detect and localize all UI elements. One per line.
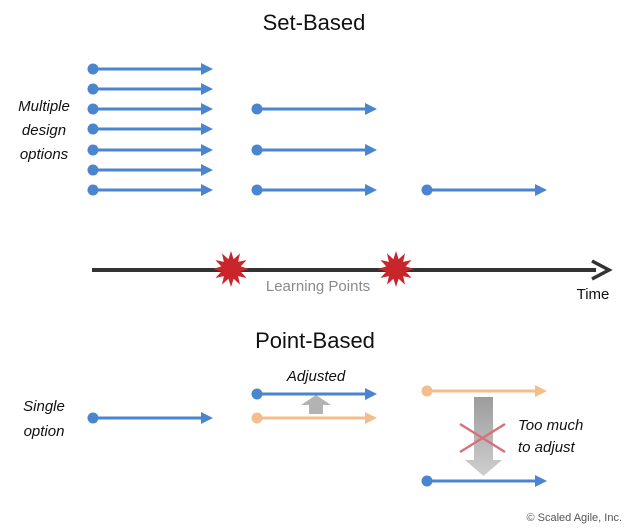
cross-out-icon (459, 422, 506, 454)
learning-points-label: Learning Points (266, 278, 370, 295)
set-option-arrow (251, 103, 377, 115)
multiple-design-options-line-1: Multiple (18, 98, 70, 115)
single-option-line-2: option (24, 423, 65, 440)
time-label: Time (577, 286, 610, 303)
set-option-arrow (87, 164, 213, 176)
adjust-up-arrow (301, 395, 331, 414)
point-based-option-arrows (87, 385, 547, 487)
set-option-arrow (251, 184, 377, 196)
adjusted-option-arrow (251, 388, 377, 400)
learning-point-burst (213, 251, 249, 287)
original-option-arrow (251, 412, 377, 424)
set-based-option-arrows (87, 63, 547, 196)
multiple-design-options-line-3: options (20, 146, 69, 163)
copyright-notice: © Scaled Agile, Inc. (526, 512, 622, 524)
learning-point-burst (378, 251, 414, 287)
late-original-option-arrow (421, 385, 547, 397)
single-option-arrow (87, 412, 213, 424)
adjusted-label: Adjusted (286, 368, 346, 385)
learning-point-markers (213, 251, 414, 287)
multiple-design-options-line-2: design (22, 122, 66, 139)
set-option-arrow (87, 123, 213, 135)
set-option-arrow (421, 184, 547, 196)
point-based-title: Point-Based (255, 328, 375, 353)
too-much-line-1: Too much (518, 417, 583, 434)
too-much-line-2: to adjust (518, 439, 576, 456)
single-option-line-1: Single (23, 398, 65, 415)
set-option-arrow (87, 83, 213, 95)
set-option-arrow (87, 63, 213, 75)
timeline-arrowhead (591, 259, 613, 281)
set-option-arrow (251, 144, 377, 156)
set-based-title: Set-Based (263, 10, 366, 35)
set-option-arrow (87, 184, 213, 196)
late-adjusted-option-arrow (421, 475, 547, 487)
set-option-arrow (87, 144, 213, 156)
set-option-arrow (87, 103, 213, 115)
timeline (92, 259, 613, 281)
